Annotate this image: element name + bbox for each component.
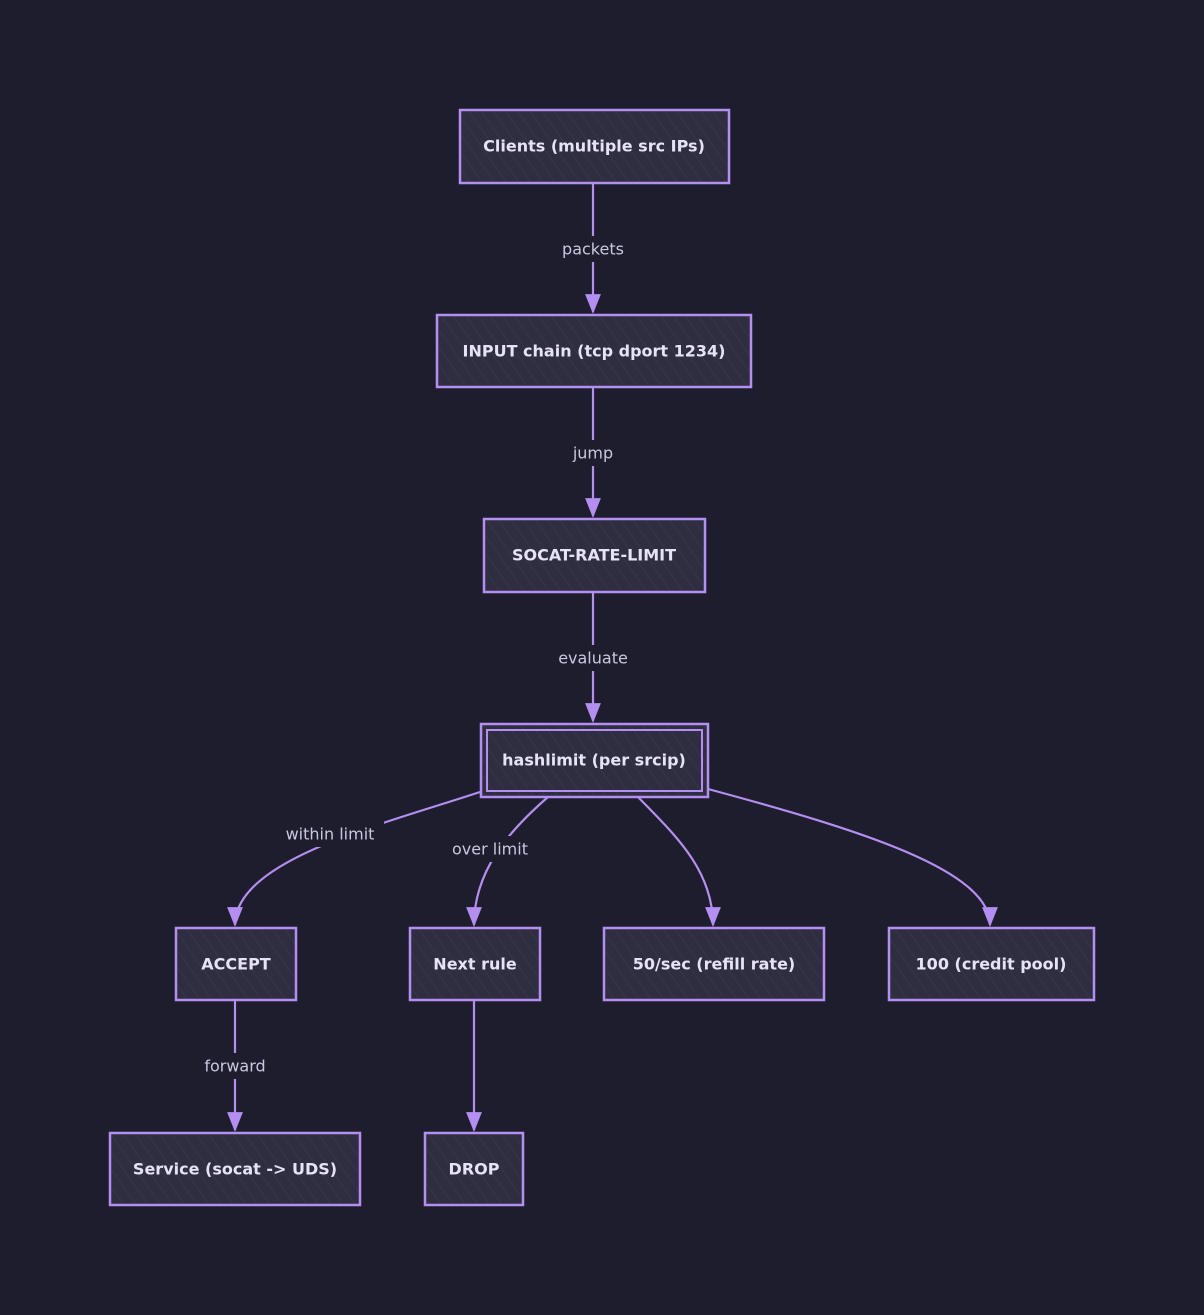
node-service: Service (socat -> UDS) [108, 1131, 362, 1207]
edge-hashlimit-to-accept [227, 790, 481, 927]
node-next-rule: Next rule [408, 926, 542, 1002]
node-hashlimit-label: hashlimit (per srcip) [502, 751, 686, 770]
node-socat-rate-limit-label: SOCAT-RATE-LIMIT [512, 546, 676, 565]
node-credit-pool: 100 (credit pool) [887, 926, 1096, 1002]
node-refill-rate: 50/sec (refill rate) [602, 926, 826, 1002]
node-clients-label: Clients (multiple src IPs) [483, 137, 705, 156]
edge-label-over-limit: over limit [452, 840, 528, 859]
edge-labels: packets jump evaluate within limit over … [198, 236, 634, 1079]
node-accept-label: ACCEPT [201, 955, 271, 974]
node-drop: DROP [423, 1131, 525, 1207]
node-socat-rate-limit: SOCAT-RATE-LIMIT [482, 517, 707, 594]
node-refill-rate-label: 50/sec (refill rate) [633, 955, 796, 974]
node-accept: ACCEPT [174, 926, 298, 1002]
node-hashlimit: hashlimit (per srcip) [479, 722, 710, 799]
edge-hashlimit-to-refill-rate [637, 796, 721, 927]
edge-label-packets: packets [562, 240, 624, 259]
node-drop-label: DROP [449, 1160, 500, 1179]
edge-label-evaluate: evaluate [558, 649, 628, 668]
node-clients: Clients (multiple src IPs) [458, 108, 731, 185]
node-next-rule-label: Next rule [433, 955, 517, 974]
edge-label-within-limit: within limit [286, 825, 375, 844]
node-service-label: Service (socat -> UDS) [133, 1160, 337, 1179]
edge-label-jump: jump [572, 444, 613, 463]
edge-label-forward: forward [204, 1057, 265, 1076]
node-input-chain-label: INPUT chain (tcp dport 1234) [463, 342, 726, 361]
edge-hashlimit-to-credit-pool [707, 787, 998, 927]
node-credit-pool-label: 100 (credit pool) [916, 955, 1067, 974]
node-input-chain: INPUT chain (tcp dport 1234) [435, 313, 753, 389]
